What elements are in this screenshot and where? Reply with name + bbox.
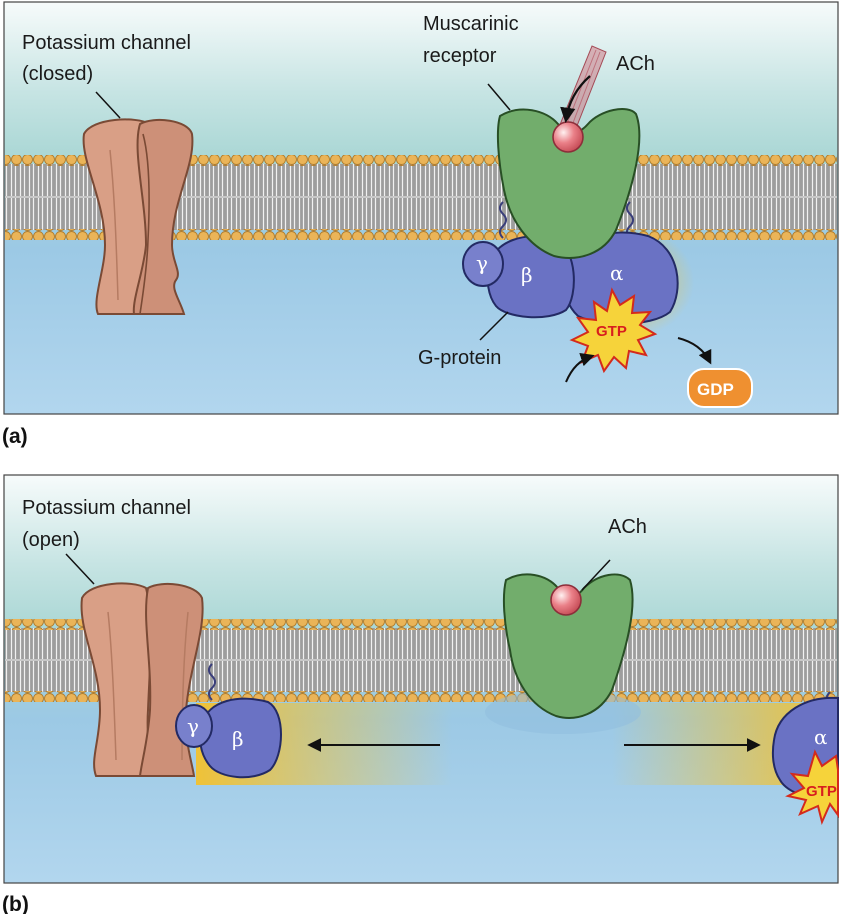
gprotein-label: G-protein [418,347,501,369]
gamma-subunit-a [462,241,504,287]
potassium-channel-closed [82,118,194,315]
panel-a: Potassium channel (closed) γ β α ACh Mus… [3,1,839,415]
potassium-channel-open [80,582,204,777]
gamma-subunit-b [175,704,213,748]
gtp-label-b: GTP [806,783,837,800]
channel-label-a-line2: (closed) [22,63,93,85]
gamma-label-a: γ [476,251,488,275]
beta-gamma-complex-b: γ β [175,697,282,779]
channel-leader-line-a [95,91,121,119]
gdp-exit-arrow [677,337,712,365]
gtp-star-a [569,287,658,374]
ach-label-b: ACh [608,516,647,538]
channel-label-b-line2: (open) [22,529,80,551]
gtp-star-b [785,749,839,826]
gprotein-leader-line [479,311,509,341]
gamma-label-b: γ [187,714,199,738]
gdp-label: GDP [697,380,734,399]
receptor-label-line2: receptor [423,45,497,67]
gdp-badge [687,368,753,408]
gtp-label-a: GTP [596,323,627,340]
receptor-label-line1: Muscarinic [423,13,519,35]
ach-molecule-b [550,584,582,616]
alpha-label-b: α [814,725,828,749]
ach-label-a: ACh [616,53,655,75]
beta-label-a: β [521,263,533,287]
channel-leader-line-b [65,553,95,585]
panel-b: Potassium channel (open) γ β ACh α GTP [3,474,839,884]
lipid-anchor-beta-gamma [499,201,507,239]
beta-subunit-b [199,697,282,779]
alpha-label-a: α [610,261,624,285]
ach-leader-line-b [581,559,611,591]
lipid-anchor-beta-gamma-b [208,663,216,701]
panel-b-tag: (b) [2,893,29,914]
panel-a-tag: (a) [2,425,28,448]
receptor-leader-line [487,83,511,111]
beta-label-b: β [232,727,244,751]
gtp-entry-arrow [565,352,595,383]
channel-label-a-line1: Potassium channel [22,32,191,54]
ach-binding-arrow [560,75,591,124]
channel-label-b-line1: Potassium channel [22,497,191,519]
ach-molecule-a [552,121,584,153]
